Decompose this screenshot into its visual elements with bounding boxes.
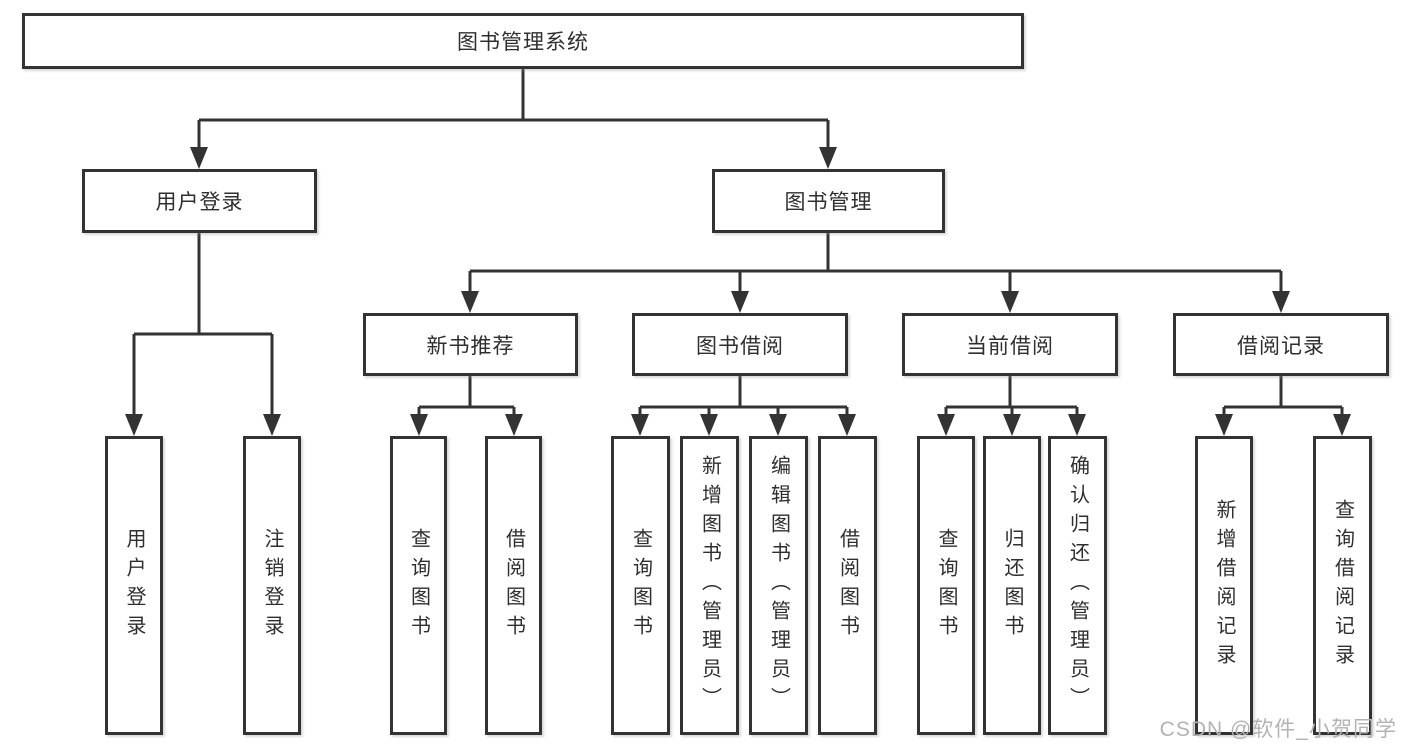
- node-label: 查询图书: [935, 527, 957, 644]
- leaf-logout: 注销登录: [243, 436, 301, 735]
- node-library-management-system: 图书管理系统: [22, 13, 1024, 69]
- node-label: 借阅图书: [836, 527, 859, 644]
- leaf-add-borrow-record: 新增借阅记录: [1195, 436, 1253, 735]
- node-label: 图书借阅: [696, 334, 784, 358]
- node-user-login: 用户登录: [82, 169, 317, 233]
- node-label: 确认归还（管理员）: [1066, 455, 1089, 716]
- node-label: 编辑图书（管理员）: [767, 455, 790, 716]
- node-label: 图书管理: [784, 191, 873, 214]
- node-label: 用户登录: [123, 527, 145, 644]
- node-book-management: 图书管理: [712, 169, 945, 233]
- leaf-return-books: 归还图书: [983, 436, 1041, 735]
- node-borrowing-records: 借阅记录: [1173, 313, 1389, 376]
- node-current-borrowing: 当前借阅: [902, 313, 1118, 376]
- node-label: 查询图书: [629, 527, 652, 644]
- node-label: 注销登录: [261, 527, 283, 644]
- leaf-borrow-books-1: 借阅图书: [485, 436, 542, 735]
- node-label: 查询图书: [407, 527, 430, 644]
- node-label: 图书管理系统: [457, 31, 589, 54]
- leaf-confirm-return-admin: 确认归还（管理员）: [1048, 436, 1107, 735]
- leaf-add-books-admin: 新增图书（管理员）: [680, 436, 739, 735]
- csdn-watermark: CSDN @软件_小贺同学: [1159, 718, 1397, 741]
- node-label: 新增图书（管理员）: [698, 455, 721, 716]
- node-label: 用户登录: [155, 191, 244, 214]
- node-label: 当前借阅: [966, 334, 1054, 358]
- leaf-query-books-3: 查询图书: [917, 436, 975, 735]
- leaf-user-login: 用户登录: [105, 436, 163, 735]
- node-label: 查询借阅记录: [1331, 498, 1354, 673]
- leaf-query-borrow-record: 查询借阅记录: [1313, 436, 1372, 735]
- node-label: 归还图书: [1001, 527, 1023, 644]
- node-book-borrowing: 图书借阅: [632, 313, 848, 376]
- node-label: 借阅记录: [1237, 334, 1325, 358]
- node-new-book-recommendation: 新书推荐: [363, 313, 578, 376]
- leaf-query-books-1: 查询图书: [390, 436, 447, 735]
- node-label: 新增借阅记录: [1213, 498, 1235, 673]
- leaf-query-books-2: 查询图书: [611, 436, 670, 735]
- node-label: 新书推荐: [426, 334, 515, 358]
- leaf-edit-books-admin: 编辑图书（管理员）: [749, 436, 808, 735]
- leaf-borrow-books-2: 借阅图书: [818, 436, 877, 735]
- node-label: 借阅图书: [502, 527, 525, 644]
- arrowhead-icons: [125, 147, 1351, 436]
